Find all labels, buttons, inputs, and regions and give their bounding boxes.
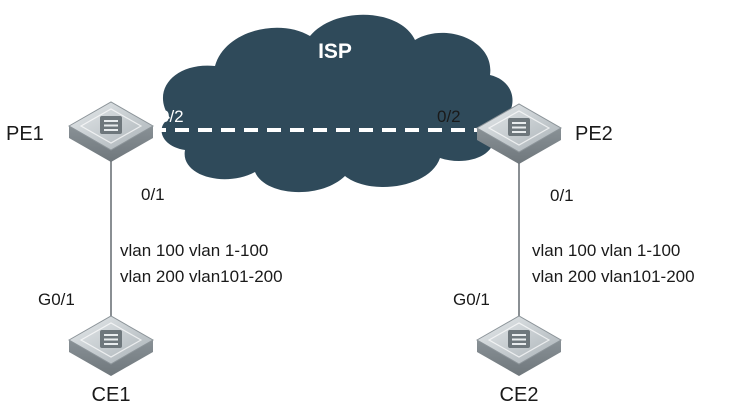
ce2-port: G0/1: [453, 290, 490, 309]
ce1-port: G0/1: [38, 290, 75, 309]
isp-cloud: ISP: [161, 14, 513, 193]
right-vlan-line1: vlan 100 vlan 1-100: [532, 241, 680, 260]
ce1-switch-icon: [68, 315, 154, 377]
isp-cloud-shape: [161, 14, 513, 193]
pe1-port-isp: 0/2: [160, 107, 184, 126]
pe1-switch-icon: [68, 101, 154, 163]
ce1-label: CE1: [92, 384, 131, 406]
isp-label: ISP: [318, 40, 352, 63]
ce2-switch-icon: [476, 315, 562, 377]
right-vlan-line2: vlan 200 vlan101-200: [532, 267, 695, 286]
left-vlan-line1: vlan 100 vlan 1-100: [120, 241, 268, 260]
ce2-label: CE2: [500, 384, 539, 406]
pe1-label: PE1: [6, 123, 44, 145]
pe2-port-down: 0/1: [550, 186, 574, 205]
pe2-label: PE2: [575, 123, 613, 145]
left-vlan-line2: vlan 200 vlan101-200: [120, 267, 283, 286]
pe1-port-down: 0/1: [141, 185, 165, 204]
pe2-port-isp: 0/2: [437, 107, 461, 126]
